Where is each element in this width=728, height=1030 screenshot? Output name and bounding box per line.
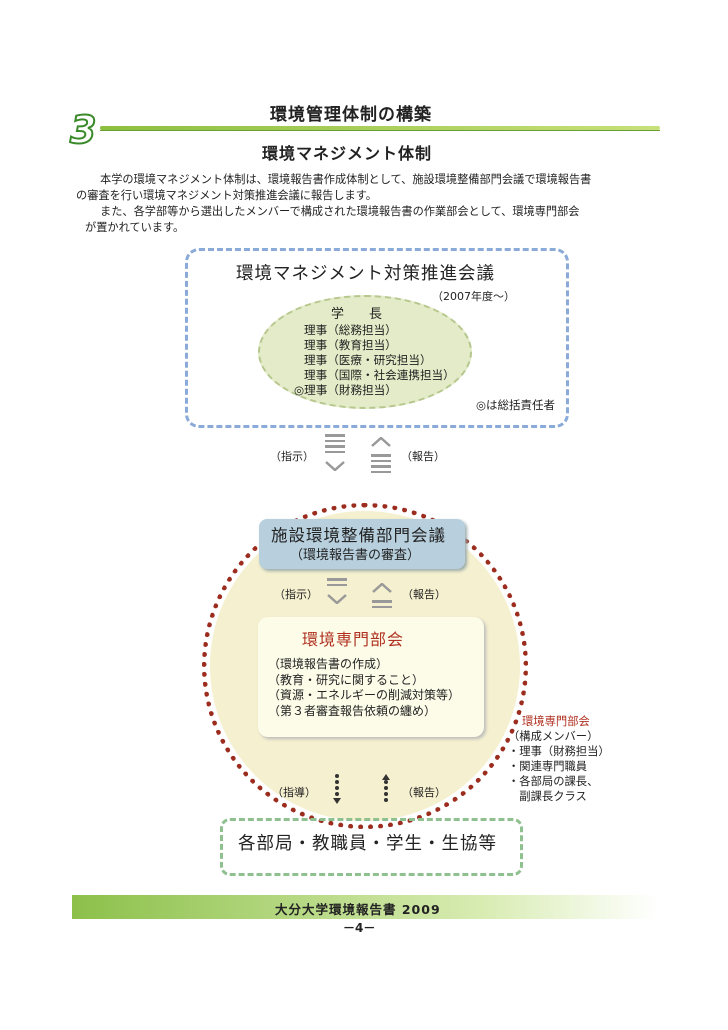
facility-name: 施設環境整備部門会議 xyxy=(271,526,446,545)
footer-bar xyxy=(72,895,658,919)
intro-line: が置かれています。 xyxy=(85,221,185,234)
env-dept-task: （資源・エネルギーの削減対策等） xyxy=(268,688,461,702)
council-ellipse xyxy=(258,295,472,409)
side-note-line: ・理事（財務担当） xyxy=(508,745,610,758)
footer-title: 大分大学環境報告書 2009 xyxy=(275,902,441,917)
flow-label-instruct: （指示） xyxy=(274,588,318,601)
groups-label: 各部局・教職員・学生・生協等 xyxy=(238,834,497,854)
dotted-down-arrow-icon xyxy=(333,774,341,804)
section-number-badge: 3 xyxy=(60,107,104,153)
side-note-line: ・各部局の課長、 xyxy=(508,775,599,788)
chevron-down-icon xyxy=(325,461,345,472)
side-note: 環境専門部会 （構成メンバー） ・理事（財務担当） ・関連専門職員 ・各部局の課… xyxy=(508,714,610,804)
groups-box xyxy=(220,818,523,876)
up-arrow-icon xyxy=(372,578,394,611)
intro-text: 本学の環境マネジメント体制は、環境報告書作成体制として、施設環境整備部門会議で環… xyxy=(76,172,648,236)
flow-label-report: （報告） xyxy=(402,786,446,799)
facility-role: （環境報告書の審査） xyxy=(290,548,421,563)
circle-border xyxy=(202,503,528,829)
council-note: ◎は総括責任者 xyxy=(476,398,556,412)
intro-line: 本学の環境マネジメント体制は、環境報告書作成体制として、施設環境整備部門会議で環… xyxy=(100,173,592,186)
council-member: 理事（国際・社会連携担当） xyxy=(304,368,455,382)
dotted-up-arrow-icon xyxy=(382,774,390,804)
env-dept-task: （教育・研究に関すること） xyxy=(268,672,425,687)
council-box xyxy=(185,248,569,428)
section-number: 3 xyxy=(69,107,97,153)
intro-line: また、各学部等から選出したメンバーで構成された環境報告書の作業部会として、環境専… xyxy=(100,205,580,218)
header-rule-line xyxy=(100,130,660,131)
up-arrow-icon xyxy=(371,432,393,476)
flow-label-instruct: （指示） xyxy=(270,450,314,463)
council-since: （2007年度～） xyxy=(432,290,515,303)
env-dept-tasks: （環境報告書の作成） （教育・研究に関すること） （資源・エネルギーの削減対策等… xyxy=(268,657,460,719)
chevron-up-icon xyxy=(372,582,392,593)
council-members: 理事（総務担当） 理事（教育担当） 理事（医療・研究担当） 理事（国際・社会連携… xyxy=(294,323,455,398)
facility-box xyxy=(259,519,465,569)
down-arrow-icon xyxy=(327,578,349,608)
chevron-up-icon xyxy=(371,436,391,447)
page-subtitle: 環境マネジメント体制 xyxy=(262,144,433,163)
side-note-title: 環境専門部会 xyxy=(522,715,590,728)
council-member: 理事（医療・研究担当） xyxy=(304,353,432,367)
council-president: 学 長 xyxy=(331,307,389,322)
env-dept-task: （第３者審査報告依頼の纏め） xyxy=(268,703,437,718)
env-dept-name: 環境専門部会 xyxy=(302,630,405,649)
council-name: 環境マネジメント対策推進会議 xyxy=(236,264,495,284)
council-member: ◎理事（財務担当） xyxy=(294,383,397,397)
down-arrow-icon xyxy=(325,434,347,475)
header-rule xyxy=(100,126,660,130)
side-note-line: 副課長クラス xyxy=(508,790,587,803)
intro-line: の審査を行い環境マネジメント対策推進会議に報告します。 xyxy=(76,189,377,202)
page-title: 環境管理体制の構築 xyxy=(270,105,432,125)
side-note-line: ・関連専門職員 xyxy=(508,760,588,773)
flow-label-report: （報告） xyxy=(401,450,445,463)
council-member: 理事（教育担当） xyxy=(304,338,397,352)
page-number: －4－ xyxy=(343,921,376,935)
flow-label-guide: （指導） xyxy=(272,786,316,799)
side-note-line: （構成メンバー） xyxy=(508,730,599,743)
flow-label-report: （報告） xyxy=(402,588,446,601)
council-member: 理事（総務担当） xyxy=(304,323,397,337)
chevron-down-icon xyxy=(327,594,347,605)
env-dept-box xyxy=(258,617,484,737)
env-dept-task: （環境報告書の作成） xyxy=(268,657,389,671)
